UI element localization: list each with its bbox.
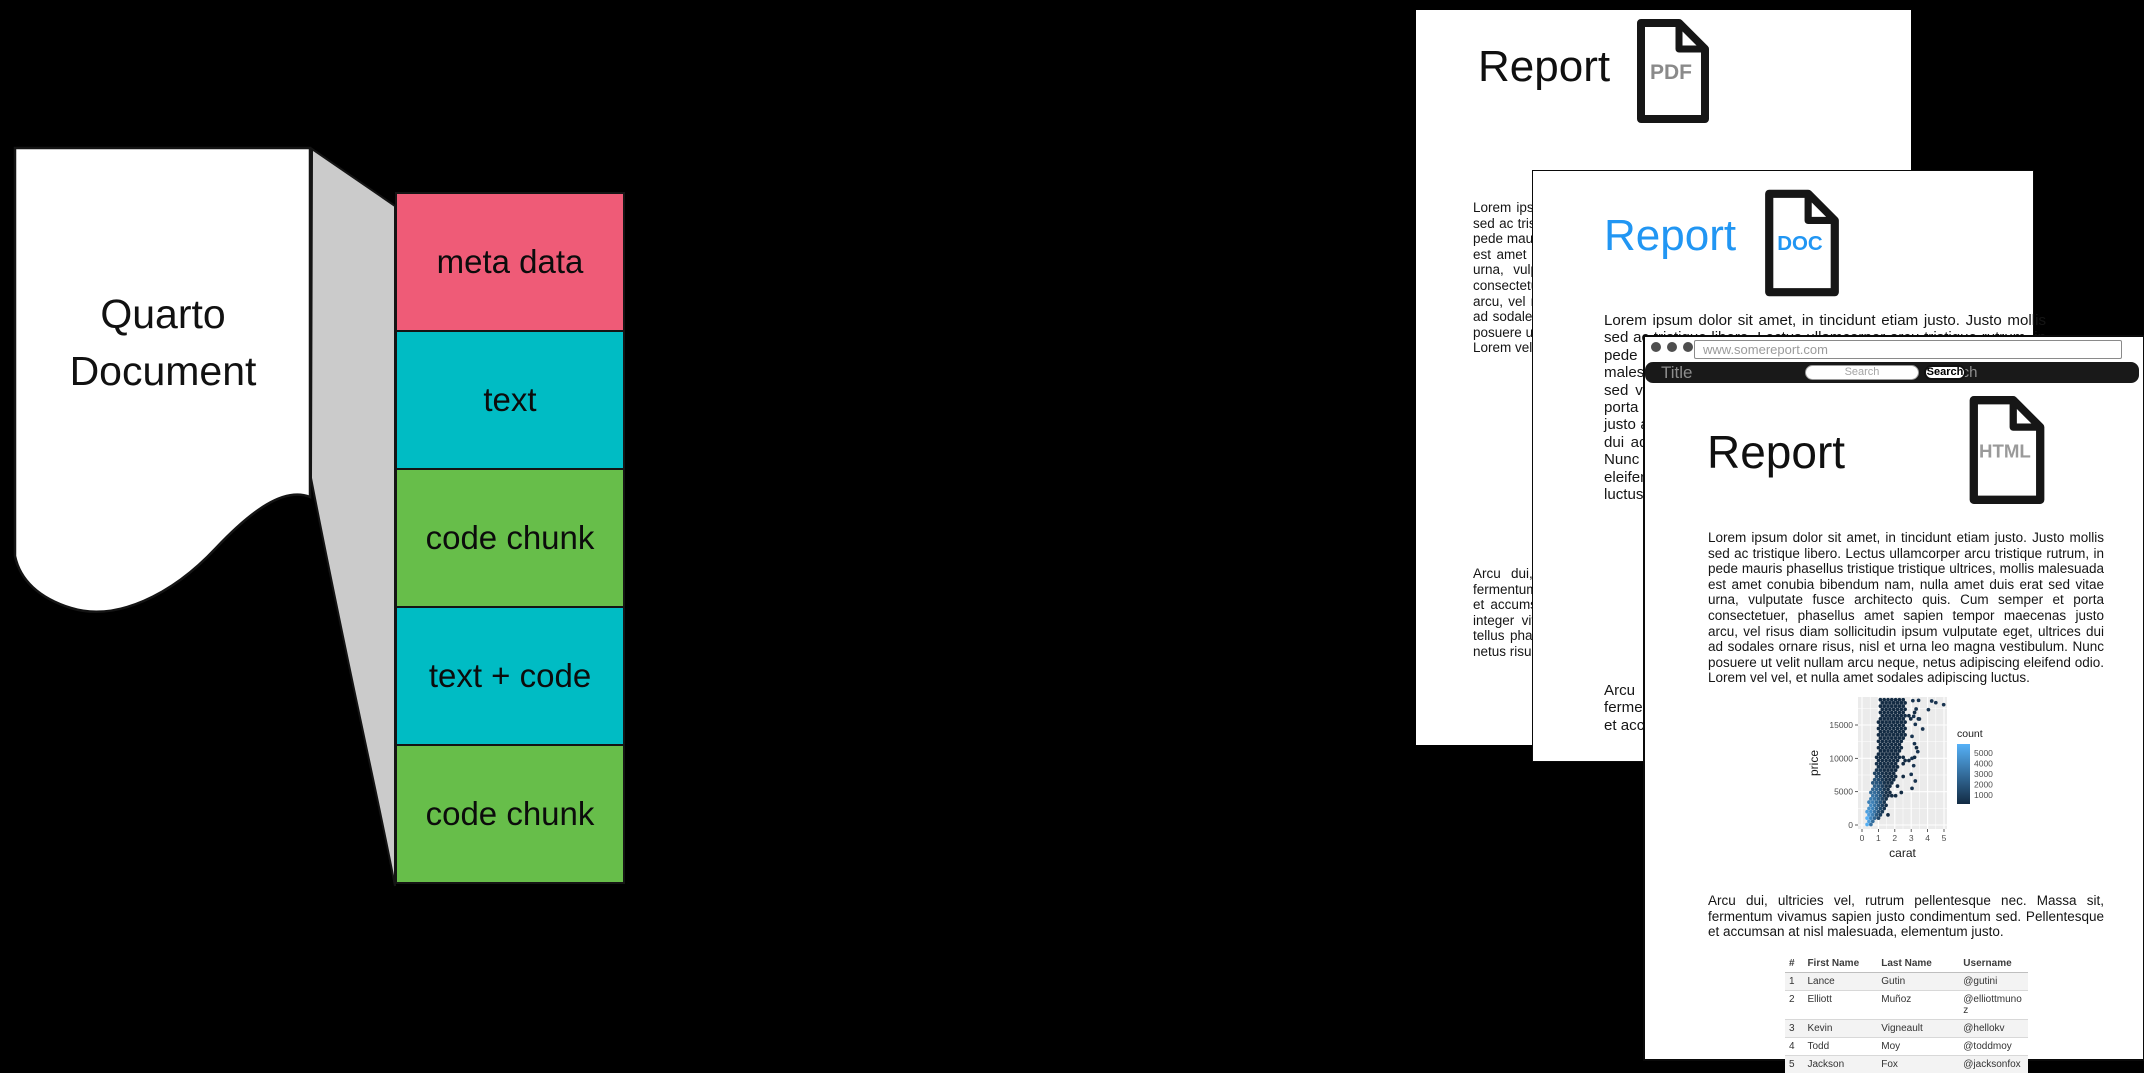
table-cell: 5	[1785, 1056, 1803, 1073]
svg-text:2000: 2000	[1974, 780, 1993, 790]
svg-text:4000: 4000	[1974, 759, 1993, 769]
quarto-block: code chunk	[395, 468, 625, 608]
table-cell: @jacksonfox	[1959, 1056, 2028, 1073]
pdf-report-title: Report	[1478, 42, 1610, 92]
table-header-cell: First Name	[1803, 955, 1877, 973]
quarto-document-label-line1: Quarto	[15, 286, 311, 343]
html-paragraph-1: Lorem ipsum dolor sit amet, in tincidunt…	[1708, 530, 2104, 686]
quarto-block: text	[395, 330, 625, 470]
browser-navbar: Title Search Search	[1645, 362, 2139, 383]
table-cell: @toddmoy	[1959, 1038, 2028, 1056]
table-cell: 4	[1785, 1038, 1803, 1056]
table-cell: Fox	[1877, 1056, 1959, 1073]
svg-text:4: 4	[1925, 833, 1930, 843]
html-report-title: Report	[1707, 425, 1845, 479]
svg-text:1000: 1000	[1974, 790, 1993, 800]
table-header-cell: Last Name	[1877, 955, 1959, 973]
browser-chrome-bar	[1645, 337, 2139, 362]
html-paragraph-2: Arcu dui, ultricies vel, rutrum pellente…	[1708, 893, 2104, 940]
pdf-badge-text: PDF	[1650, 61, 1692, 84]
svg-text:5: 5	[1942, 833, 1947, 843]
page-turn-connector	[311, 149, 395, 886]
table-cell: Jackson	[1803, 1056, 1877, 1073]
table-cell: Kevin	[1803, 1020, 1877, 1038]
url-input[interactable]	[1694, 340, 2122, 359]
quarto-block: meta data	[395, 192, 625, 332]
svg-text:price: price	[1808, 750, 1821, 776]
svg-text:carat: carat	[1889, 846, 1916, 860]
svg-text:10000: 10000	[1829, 753, 1853, 763]
table-cell: Lance	[1803, 973, 1877, 991]
svg-text:15000: 15000	[1829, 720, 1853, 730]
svg-text:5000: 5000	[1974, 748, 1993, 758]
table-cell: Todd	[1803, 1038, 1877, 1056]
svg-text:0: 0	[1848, 820, 1853, 830]
window-control-icon	[1683, 342, 1693, 352]
html-badge-text: HTML	[1979, 440, 2031, 461]
quarto-block: text + code	[395, 606, 625, 746]
search-input[interactable]	[1805, 365, 1919, 380]
table-cell: Gutin	[1877, 973, 1959, 991]
table-header-cell: #	[1785, 955, 1803, 973]
diamonds-hexbin-chart: 0 1 2 3 4 5 0 5000 10000 15000 carat price count 5000…	[1808, 687, 2028, 877]
table-cell: Muñoz	[1877, 991, 1959, 1020]
doc-badge-text: DOC	[1777, 232, 1823, 255]
window-control-icon	[1667, 342, 1677, 352]
svg-text:count: count	[1957, 728, 1983, 740]
table-cell: @gutini	[1959, 973, 2028, 991]
quarto-document-label-line2: Document	[15, 343, 311, 400]
pdf-file-icon: PDF	[1632, 18, 1714, 124]
quarto-document-label: Quarto Document	[15, 286, 311, 400]
table-cell: Moy	[1877, 1038, 1959, 1056]
table-cell: Elliott	[1803, 991, 1877, 1020]
table-cell: 2	[1785, 991, 1803, 1020]
table-cell: @hellokv	[1959, 1020, 2028, 1038]
window-control-icon	[1651, 342, 1661, 352]
quarto-block: code chunk	[395, 744, 625, 884]
table-header-cell: Username	[1959, 955, 2028, 973]
svg-text:1: 1	[1876, 833, 1881, 843]
table-cell: 1	[1785, 973, 1803, 991]
doc-report-title: Report	[1604, 211, 1736, 261]
table-cell: @elliottmunoz	[1959, 991, 2028, 1020]
nav-title: Title	[1661, 362, 1693, 383]
svg-text:3000: 3000	[1974, 769, 1993, 779]
table-cell: 3	[1785, 1020, 1803, 1038]
svg-text:2: 2	[1892, 833, 1897, 843]
svg-text:0: 0	[1860, 833, 1865, 843]
html-file-icon: HTML	[1964, 395, 2050, 505]
doc-file-icon: DOC	[1760, 187, 1844, 299]
search-button[interactable]: Search	[1924, 365, 1966, 380]
svg-text:3: 3	[1909, 833, 1914, 843]
svg-text:5000: 5000	[1834, 787, 1853, 797]
browser-window: Title Search Search Report HTML Lorem ip…	[1643, 335, 2144, 1061]
table-cell: Vigneault	[1877, 1020, 1959, 1038]
